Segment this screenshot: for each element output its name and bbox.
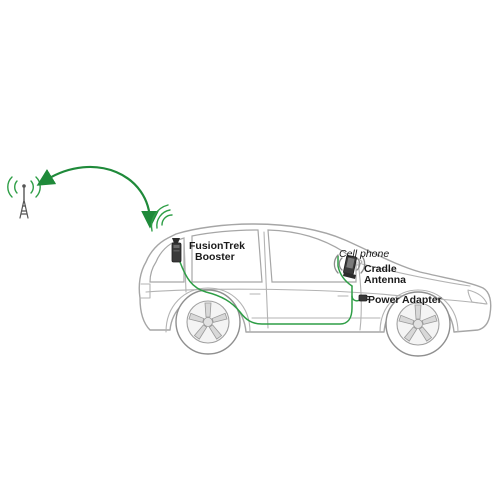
cell-phone-label: Cell phone (339, 248, 389, 260)
cradle-label-line2: Antenna (364, 274, 406, 286)
side-window-rear (191, 229, 263, 283)
side-window-front (267, 229, 357, 283)
booster-label-line2: Booster (195, 251, 235, 263)
phone-cradle-icon (333, 254, 366, 279)
cradle-label-line1: Cradle (364, 263, 397, 275)
signal-arrow (36, 165, 159, 229)
car (138, 223, 492, 333)
booster-label-line1: FusionTrek (189, 240, 245, 252)
cell-tower-icon (7, 176, 41, 219)
power-adapter-label: Power Adapter (368, 294, 442, 306)
front-wheel (385, 291, 451, 357)
booster-unit-icon (171, 238, 182, 263)
antenna-cable (337, 255, 353, 287)
rear-wheel (175, 289, 241, 355)
roof-antenna-waves (150, 204, 173, 232)
power-adapter-plug-icon (351, 294, 370, 302)
